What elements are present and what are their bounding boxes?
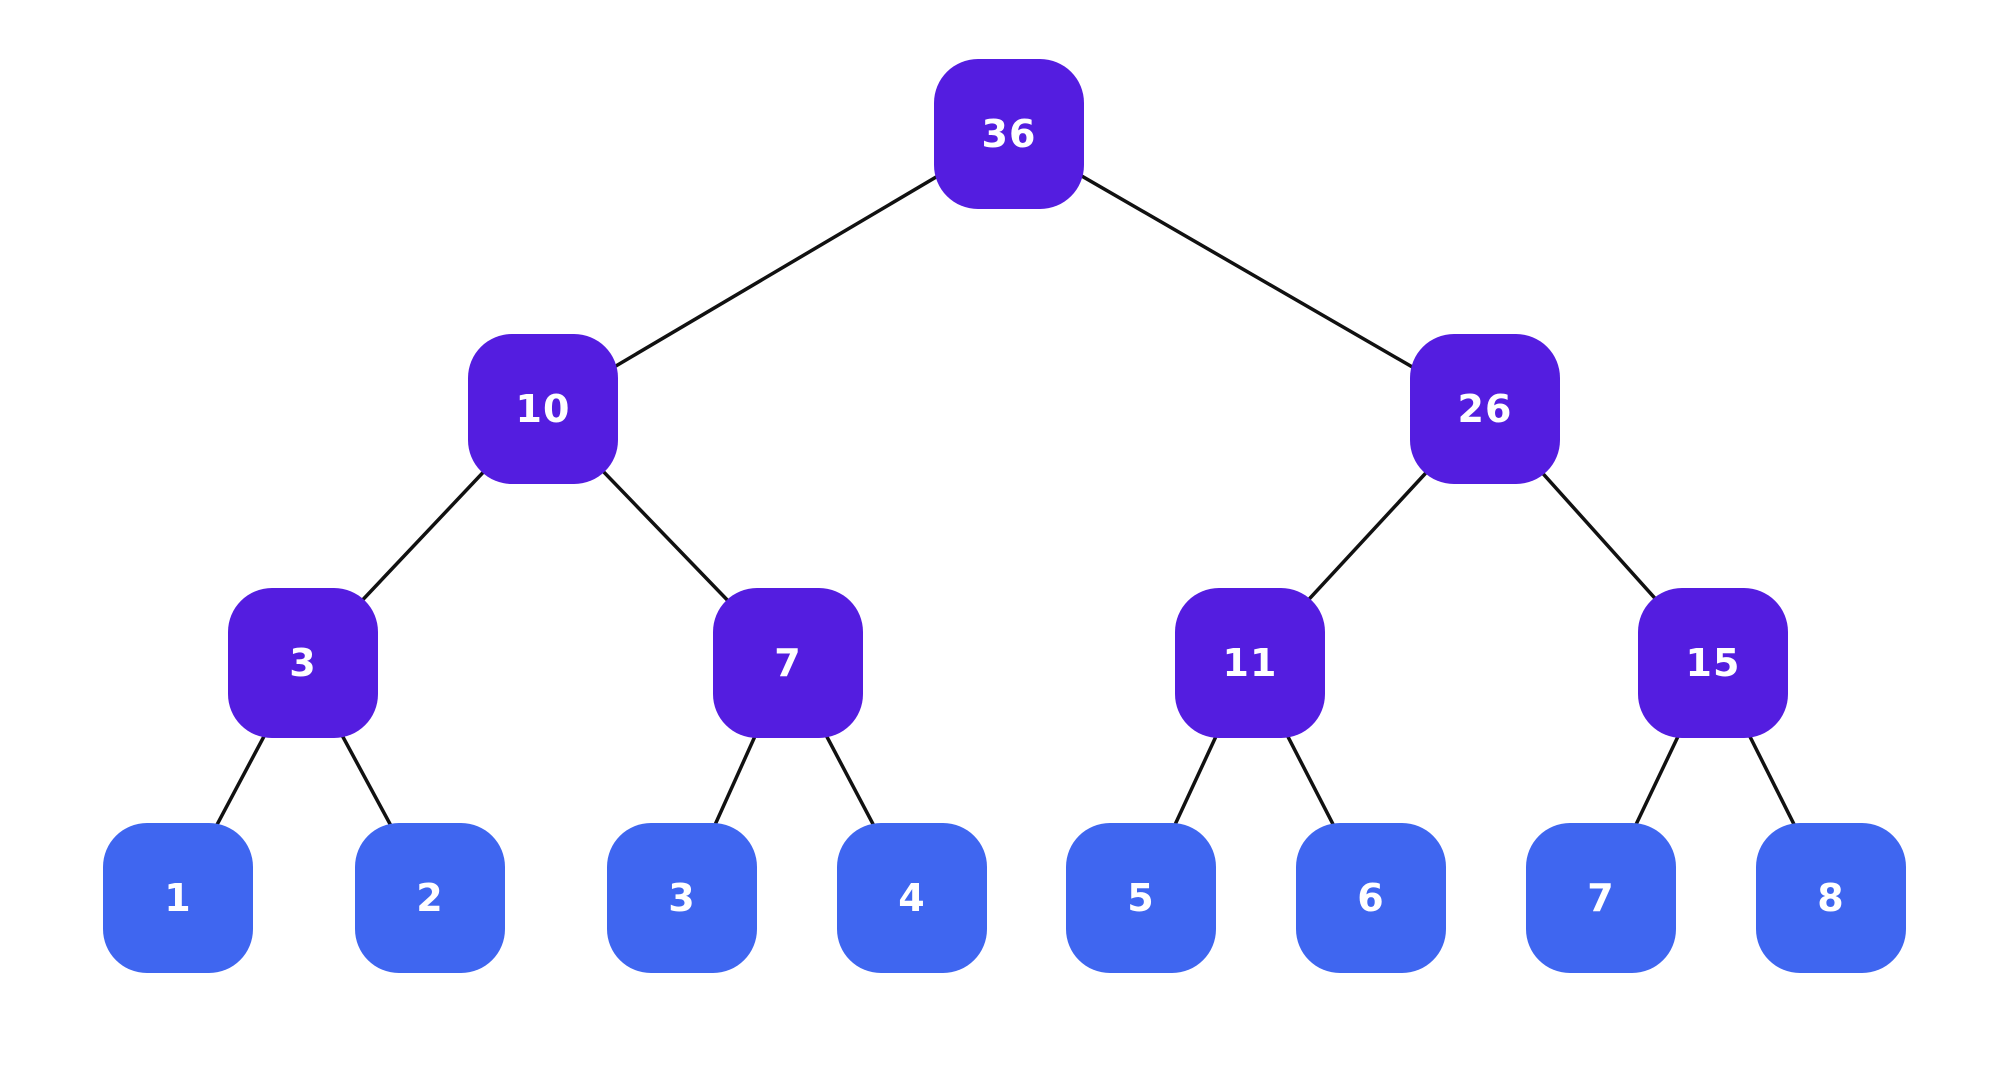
tree-leaf-node: 8 xyxy=(1756,823,1906,973)
tree-node-right: 26 xyxy=(1410,334,1560,484)
edge-root-left xyxy=(542,132,1010,411)
node-value: 2 xyxy=(416,876,444,920)
node-value: 6 xyxy=(1357,876,1385,920)
tree-leaf-node: 2 xyxy=(355,823,505,973)
node-value: 4 xyxy=(898,876,926,920)
tree-node-right-right: 15 xyxy=(1638,588,1788,738)
tree-node-left: 10 xyxy=(468,334,618,484)
tree-node-right-left: 11 xyxy=(1175,588,1325,738)
tree-leaf-node: 7 xyxy=(1526,823,1676,973)
tree-leaf-node: 3 xyxy=(607,823,757,973)
tree-leaf-node: 4 xyxy=(837,823,987,973)
tree-node-root: 36 xyxy=(934,59,1084,209)
tree-leaf-node: 1 xyxy=(103,823,253,973)
node-value: 5 xyxy=(1127,876,1155,920)
node-value: 36 xyxy=(981,112,1037,156)
edge-root-right xyxy=(1008,132,1486,411)
node-value: 10 xyxy=(515,387,571,431)
node-value: 11 xyxy=(1222,641,1278,685)
node-value: 7 xyxy=(774,641,802,685)
node-value: 3 xyxy=(289,641,317,685)
node-value: 26 xyxy=(1457,387,1513,431)
node-value: 15 xyxy=(1685,641,1741,685)
tree-node-left-right: 7 xyxy=(713,588,863,738)
node-value: 1 xyxy=(164,876,192,920)
tree-node-left-left: 3 xyxy=(228,588,378,738)
node-value: 8 xyxy=(1817,876,1845,920)
tree-leaf-node: 5 xyxy=(1066,823,1216,973)
tree-leaf-node: 6 xyxy=(1296,823,1446,973)
node-value: 7 xyxy=(1587,876,1615,920)
node-value: 3 xyxy=(668,876,696,920)
